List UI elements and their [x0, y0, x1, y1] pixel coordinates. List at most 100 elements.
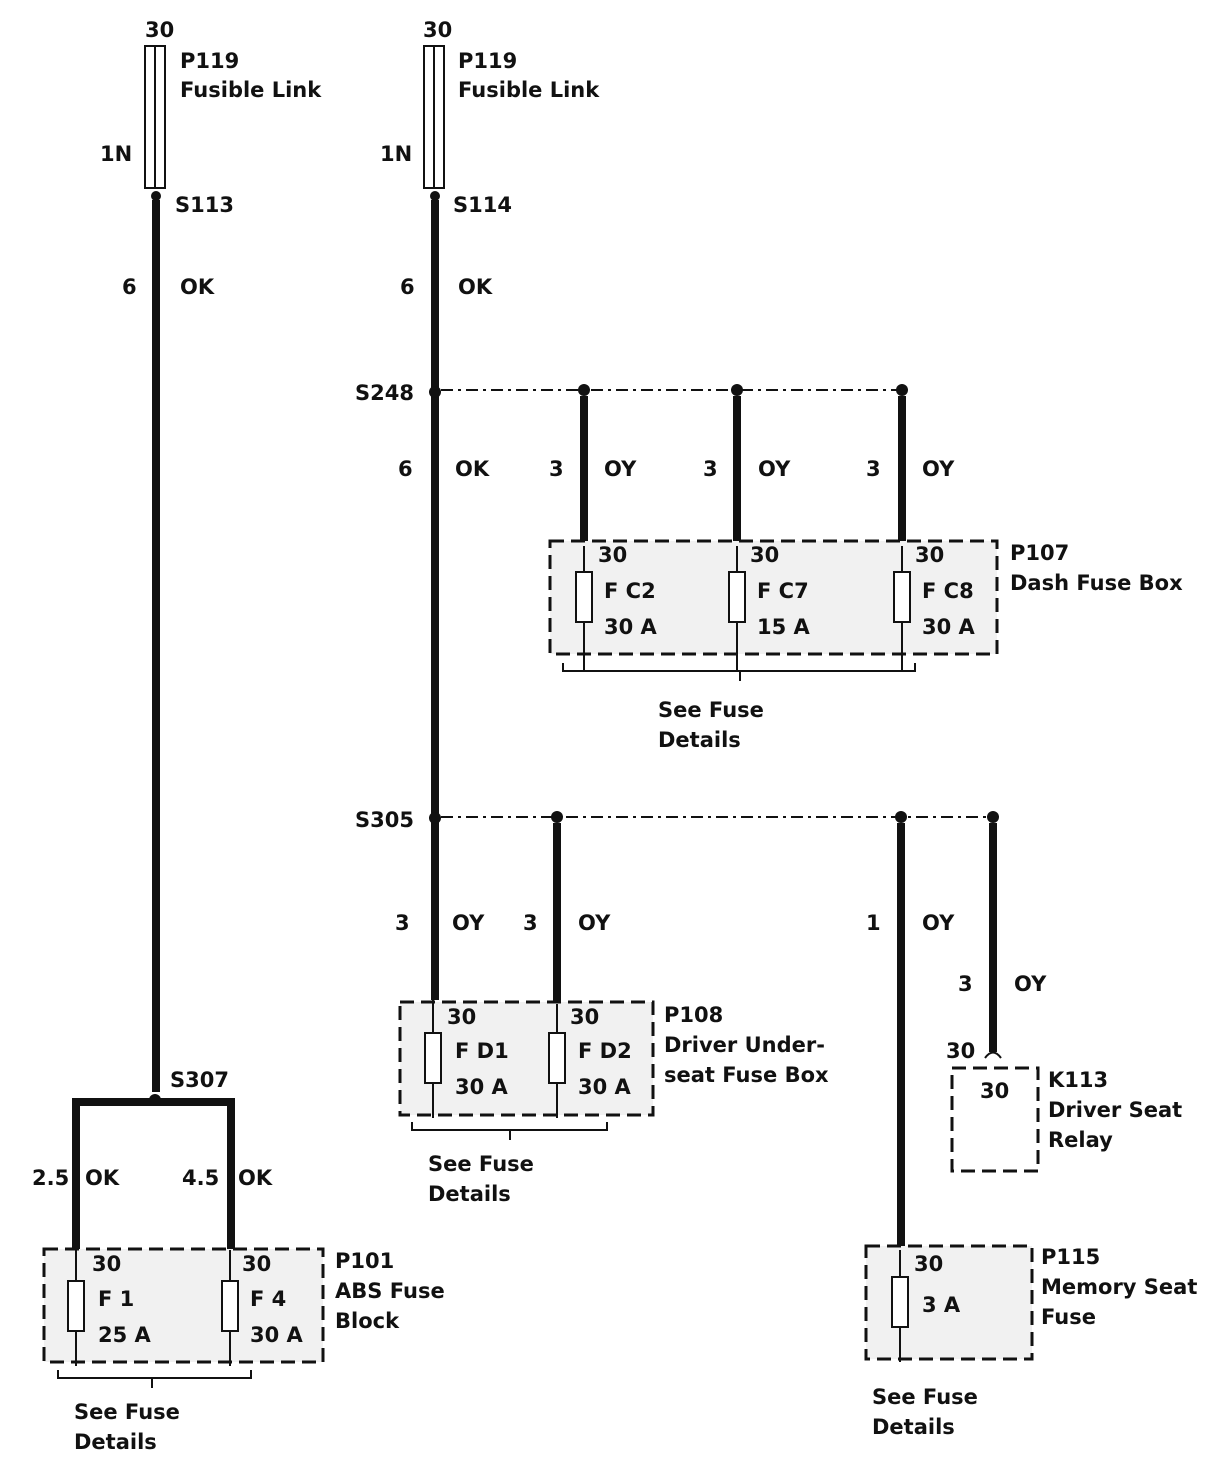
- p101-see-fuse: See Fuse Details: [57, 1370, 252, 1454]
- link-right-name: Fusible Link: [458, 78, 600, 102]
- link-left-name: Fusible Link: [180, 78, 322, 102]
- fuse-c7-rating: 15 A: [757, 615, 811, 639]
- p107-see-fuse: See Fuse Details: [562, 663, 916, 752]
- p108-see-fuse-line2: Details: [428, 1182, 511, 1206]
- s305-tap-memory: [895, 811, 907, 823]
- p101-name-line2: Block: [335, 1309, 400, 1333]
- s248-tap-c7: [731, 384, 743, 396]
- p115-memory-seat-fuse: 30 3 A P115 Memory Seat Fuse: [864, 1244, 1197, 1362]
- k113-outer-pin: 30: [946, 1039, 975, 1063]
- fuse-c8-name: F C8: [922, 579, 974, 603]
- wire-relay-color: OY: [1014, 972, 1047, 996]
- wire-fc7-color: OY: [758, 457, 791, 481]
- fusible-link-left: 30 P119 Fusible Link 1N S113: [100, 18, 322, 217]
- p108-underseat-fuse-box: 30 F D1 30 A 30 F D2 30 A P108 Driver Un…: [398, 1000, 829, 1118]
- fuse-c2-symbol: [575, 571, 593, 623]
- p108-name-line2: seat Fuse Box: [664, 1063, 829, 1087]
- wire-fc2-color: OY: [604, 457, 637, 481]
- p107-dash-fuse-box: 30 F C2 30 A 30 F C7 15 A 30 F C8 30 A P…: [548, 539, 1183, 672]
- fuse-d1-symbol: [424, 1032, 442, 1084]
- p108-see-fuse-line1: See Fuse: [428, 1152, 534, 1176]
- p115-name-line1: Memory Seat: [1041, 1275, 1197, 1299]
- fuse-f1-rating: 25 A: [98, 1323, 152, 1347]
- wire-fd1-size: 3: [395, 911, 410, 935]
- wire-s113-color: OK: [180, 275, 215, 299]
- wire-s248-color: OK: [455, 457, 490, 481]
- p101-see-fuse-line1: See Fuse: [74, 1400, 180, 1424]
- fuse-f4-pin: 30: [242, 1252, 271, 1276]
- splice-s248-label: S248: [355, 381, 414, 405]
- wire-fc8-color: OY: [922, 457, 955, 481]
- wire-fc2-size: 3: [549, 457, 564, 481]
- s248-tap-c2: [578, 384, 590, 396]
- fuse-f4-name: F 4: [250, 1287, 286, 1311]
- p107-id: P107: [1010, 541, 1069, 565]
- s305-tap-d2: [551, 811, 563, 823]
- fuse-d1-pin: 30: [447, 1005, 476, 1029]
- link-left-size: 1N: [100, 142, 132, 166]
- fuse-d1-name: F D1: [455, 1039, 509, 1063]
- p108-see-fuse: See Fuse Details: [411, 1122, 608, 1206]
- k113-inner-pin: 30: [980, 1079, 1009, 1103]
- p115-pin: 30: [914, 1252, 943, 1276]
- fuse-c2-rating: 30 A: [604, 615, 658, 639]
- k113-driver-seat-relay: 30 30 K113 Driver Seat Relay: [946, 1039, 1182, 1173]
- splice-s307-label: S307: [170, 1068, 229, 1092]
- p107-see-fuse-line1: See Fuse: [658, 698, 764, 722]
- fuse-c2-pin: 30: [598, 543, 627, 567]
- splice-s305-label: S305: [355, 808, 414, 832]
- link-left-id: P119: [180, 49, 239, 73]
- fuse-d2-pin: 30: [570, 1005, 599, 1029]
- p101-abs-fuse-block: 30 F 1 25 A 30 F 4 30 A P101 ABS Fuse Bl…: [42, 1247, 445, 1366]
- fuse-d2-rating: 30 A: [578, 1075, 632, 1099]
- p108-id: P108: [664, 1003, 723, 1027]
- p101-see-fuse-line2: Details: [74, 1430, 157, 1454]
- fuse-memory-symbol: [891, 1276, 909, 1328]
- k113-name-line1: Driver Seat: [1048, 1098, 1182, 1122]
- p107-see-fuse-line2: Details: [658, 728, 741, 752]
- fuse-c7-pin: 30: [750, 543, 779, 567]
- fuse-c8-symbol: [893, 571, 911, 623]
- k113-id: K113: [1048, 1068, 1108, 1092]
- fuse-f1-name: F 1: [98, 1287, 134, 1311]
- wire-f1-color: OK: [85, 1166, 120, 1190]
- fuse-f1-symbol: [67, 1280, 85, 1332]
- p115-see-fuse-line2: Details: [872, 1415, 955, 1439]
- fusible-link-right: 30 P119 Fusible Link 1N S114: [380, 18, 600, 217]
- fuse-f4-symbol: [221, 1280, 239, 1332]
- wire-memory-size: 1: [866, 911, 881, 935]
- wire-f4-size: 4.5: [182, 1166, 219, 1190]
- p115-rating: 3 A: [922, 1293, 961, 1317]
- wire-f4-color: OK: [238, 1166, 273, 1190]
- p115-id: P115: [1041, 1245, 1100, 1269]
- wire-fd2-color: OY: [578, 911, 611, 935]
- wire-s248-size: 6: [398, 457, 413, 481]
- splice-s113-label: S113: [175, 193, 234, 217]
- p115-name-line2: Fuse: [1041, 1305, 1096, 1329]
- wire-fc8-size: 3: [866, 457, 881, 481]
- p115-see-fuse: See Fuse Details: [872, 1385, 978, 1439]
- p101-name-line1: ABS Fuse: [335, 1279, 445, 1303]
- splice-s114-label: S114: [453, 193, 512, 217]
- fuse-d2-name: F D2: [578, 1039, 632, 1063]
- fuse-c8-pin: 30: [915, 543, 944, 567]
- wire-fd1-color: OY: [452, 911, 485, 935]
- wire-fd2-size: 3: [523, 911, 538, 935]
- wire-s113-size: 6: [122, 275, 137, 299]
- s248-tap-c8: [896, 384, 908, 396]
- wire-f1: [72, 1098, 155, 1250]
- fuse-c8-rating: 30 A: [922, 615, 976, 639]
- fuse-d2-symbol: [548, 1032, 566, 1084]
- splice-s113-dot: [151, 191, 161, 201]
- p107-name: Dash Fuse Box: [1010, 571, 1183, 595]
- wire-relay-size: 3: [958, 972, 973, 996]
- link-left-top-pin: 30: [145, 18, 174, 42]
- s305-tap-relay: [987, 811, 999, 823]
- wire-s114-size: 6: [400, 275, 415, 299]
- splice-s305-dot: [429, 812, 441, 824]
- fuse-c2-name: F C2: [604, 579, 656, 603]
- fuse-c7-name: F C7: [757, 579, 809, 603]
- fuse-c7-symbol: [728, 571, 746, 623]
- k113-name-line2: Relay: [1048, 1128, 1113, 1152]
- splice-s114-dot: [430, 191, 440, 201]
